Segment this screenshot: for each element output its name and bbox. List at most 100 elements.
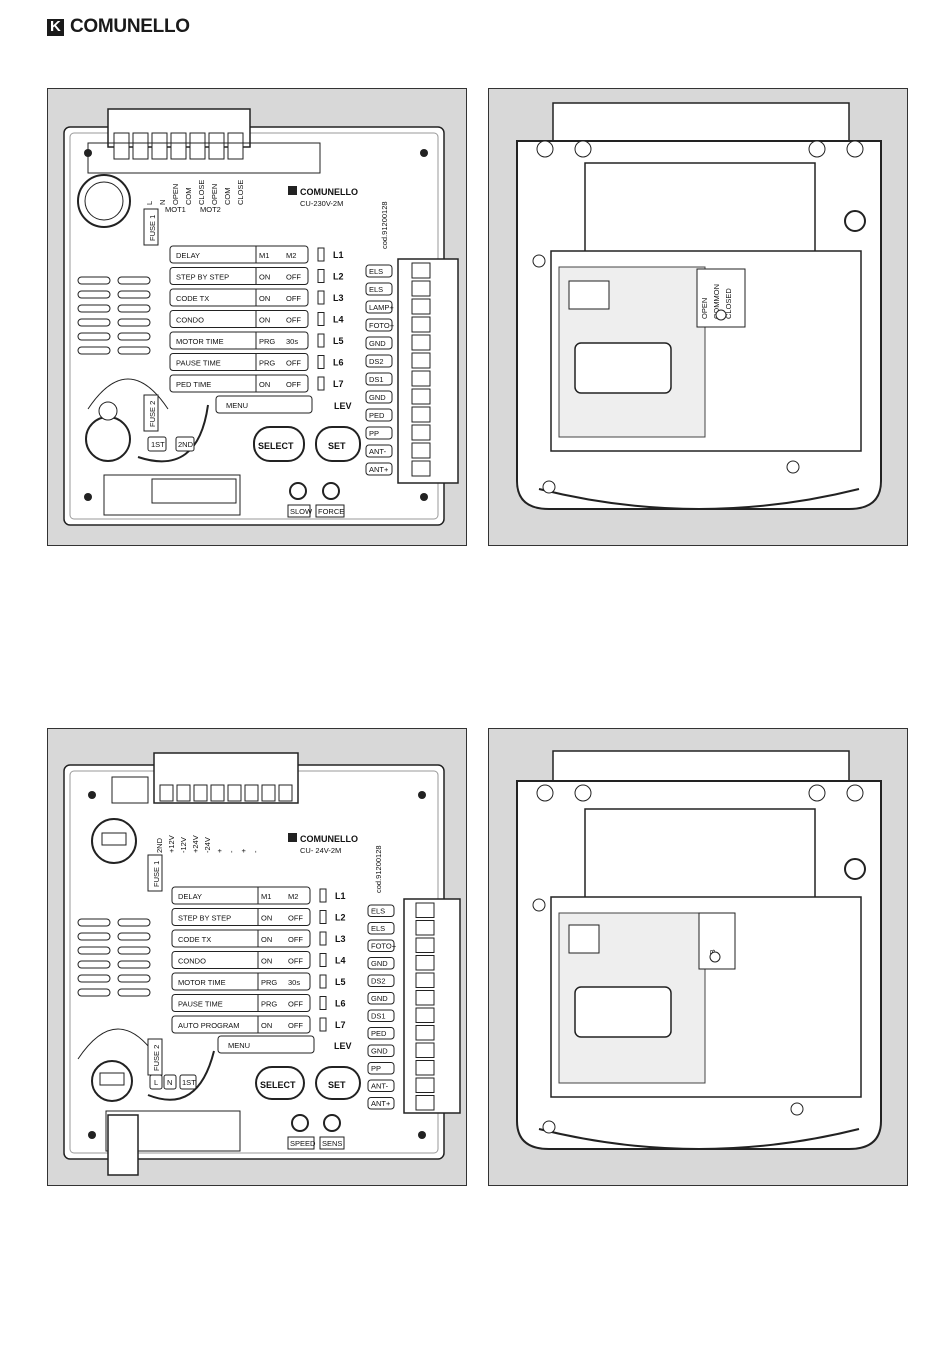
menu-row (169, 267, 309, 285)
menu-row-option: ON (259, 273, 270, 282)
led-label: L7 (333, 379, 344, 389)
top-terminal-label: + (239, 848, 248, 853)
menu-row-option: PRG (261, 978, 277, 987)
led-label: L1 (333, 250, 344, 260)
right-terminal-label: PED (369, 411, 385, 420)
board1-model: CU-230V-2M (300, 199, 343, 208)
menu-row-label: STEP BY STEP (176, 273, 229, 282)
top-terminal-label: COM (223, 188, 232, 206)
enc1-switch-label: OPEN (700, 298, 709, 319)
menu-row-option: OFF (286, 359, 301, 368)
board1-code: cod.91200128 (380, 201, 389, 249)
top-terminal-label: OPEN (210, 184, 219, 205)
top-terminal-label: 2ND (155, 837, 164, 853)
menu-row-option: OFF (288, 935, 303, 944)
led-indicator (317, 355, 325, 369)
menu-row-option: OFF (286, 294, 301, 303)
menu-row-option: ON (259, 294, 270, 303)
force-trimmer[interactable] (322, 482, 340, 500)
enc1-switch-label: COMMON (712, 284, 721, 319)
led-label: L4 (333, 315, 344, 325)
menu-row-label: PAUSE TIME (176, 359, 221, 368)
menu-row-option: ON (259, 380, 270, 389)
menu-row-label: STEP BY STEP (178, 914, 231, 923)
jumper-1st-24: 1ST (182, 1078, 196, 1087)
led-label: L3 (333, 293, 344, 303)
menu-row-option: OFF (288, 1021, 303, 1030)
set-button[interactable] (315, 426, 361, 462)
right-terminal-label: GND (371, 959, 388, 968)
speed-label: SPEED (290, 1139, 316, 1148)
led-label: L2 (335, 913, 346, 923)
speed-trimmer[interactable] (291, 1114, 309, 1132)
menu-row-option: OFF (288, 957, 303, 966)
top-terminal-label: CLOSE (236, 180, 245, 205)
set-button-label-24: SET (328, 1080, 346, 1090)
menu-row-label: PAUSE TIME (178, 1000, 223, 1009)
board2-brand: COMUNELLO (300, 834, 358, 844)
sens-trimmer[interactable] (323, 1114, 341, 1132)
menu-row-option: 30s (288, 978, 300, 987)
led-indicator (319, 910, 327, 924)
menu-row-label: PED TIME (176, 380, 211, 389)
led-label: L5 (333, 336, 344, 346)
led-indicator (317, 376, 325, 391)
mot1-label: MOT1 (165, 205, 186, 214)
menu-row (169, 310, 309, 328)
menu-row-option: M2 (288, 892, 298, 901)
top-terminal-label: N (158, 200, 167, 205)
sens-label: SENS (322, 1139, 342, 1148)
right-terminal-label: PED (371, 1029, 387, 1038)
right-terminal-label: DS2 (371, 977, 386, 986)
menu-row-option: M1 (261, 892, 271, 901)
right-terminal-label: FOTO+ (369, 321, 395, 330)
led-label: L7 (335, 1020, 346, 1030)
panel-board-24v: FUSE 1 2ND+12V-12V+24V-24V+-+- COMUNELLO… (47, 728, 467, 1186)
menu-row-label: CONDO (178, 957, 206, 966)
set-button-label: SET (328, 441, 346, 451)
select-button-label-24: SELECT (260, 1080, 296, 1090)
menu-row (169, 353, 309, 371)
menu-row-option: PRG (259, 359, 275, 368)
top-terminal-label: - (251, 850, 260, 853)
set-button-24[interactable] (315, 1066, 361, 1100)
select-button-24[interactable] (255, 1066, 305, 1100)
menu-row-label: MOTOR TIME (176, 337, 224, 346)
right-terminal-label: DS1 (369, 375, 384, 384)
top-terminal-label: OPEN (171, 184, 180, 205)
brand-name: COMUNELLO (70, 16, 190, 37)
led-indicator (317, 247, 325, 262)
select-button[interactable] (253, 426, 305, 462)
led-label: L2 (333, 272, 344, 282)
menu-row-option: OFF (286, 316, 301, 325)
right-terminal-label: DS1 (371, 1012, 386, 1021)
jumper-n: N (167, 1078, 172, 1087)
brand-logo: COMUNELLO (47, 16, 190, 38)
menu-label-24: MENU (228, 1041, 250, 1050)
menu-row-option: ON (261, 1021, 272, 1030)
menu-row-option: OFF (286, 380, 301, 389)
menu-row-option: ON (261, 914, 272, 923)
jumper-1st: 1ST (151, 440, 165, 449)
led-indicator (319, 974, 327, 989)
menu-row-option: ON (261, 957, 272, 966)
led-label: L5 (335, 977, 346, 987)
menu-label: MENU (226, 401, 248, 410)
led-indicator (317, 312, 325, 326)
select-button-label: SELECT (258, 441, 294, 451)
right-terminal-label: ELS (371, 924, 385, 933)
top-terminal-label: +12V (167, 835, 176, 853)
right-terminal-label: GND (369, 339, 386, 348)
jumper-2nd: 2ND (178, 440, 194, 449)
right-terminal-label: ANT- (369, 447, 387, 456)
menu-row (171, 1015, 311, 1034)
menu-row-label: MOTOR TIME (178, 978, 226, 987)
top-terminal-label: COM (184, 188, 193, 206)
led-indicator (319, 931, 327, 946)
jumper-l: L (154, 1078, 158, 1087)
slow-label: SLOW (290, 507, 313, 516)
menu-row-label: CONDO (176, 316, 204, 325)
slow-trimmer[interactable] (289, 482, 307, 500)
top-terminal-label: -12V (179, 837, 188, 853)
menu-row (169, 288, 309, 307)
